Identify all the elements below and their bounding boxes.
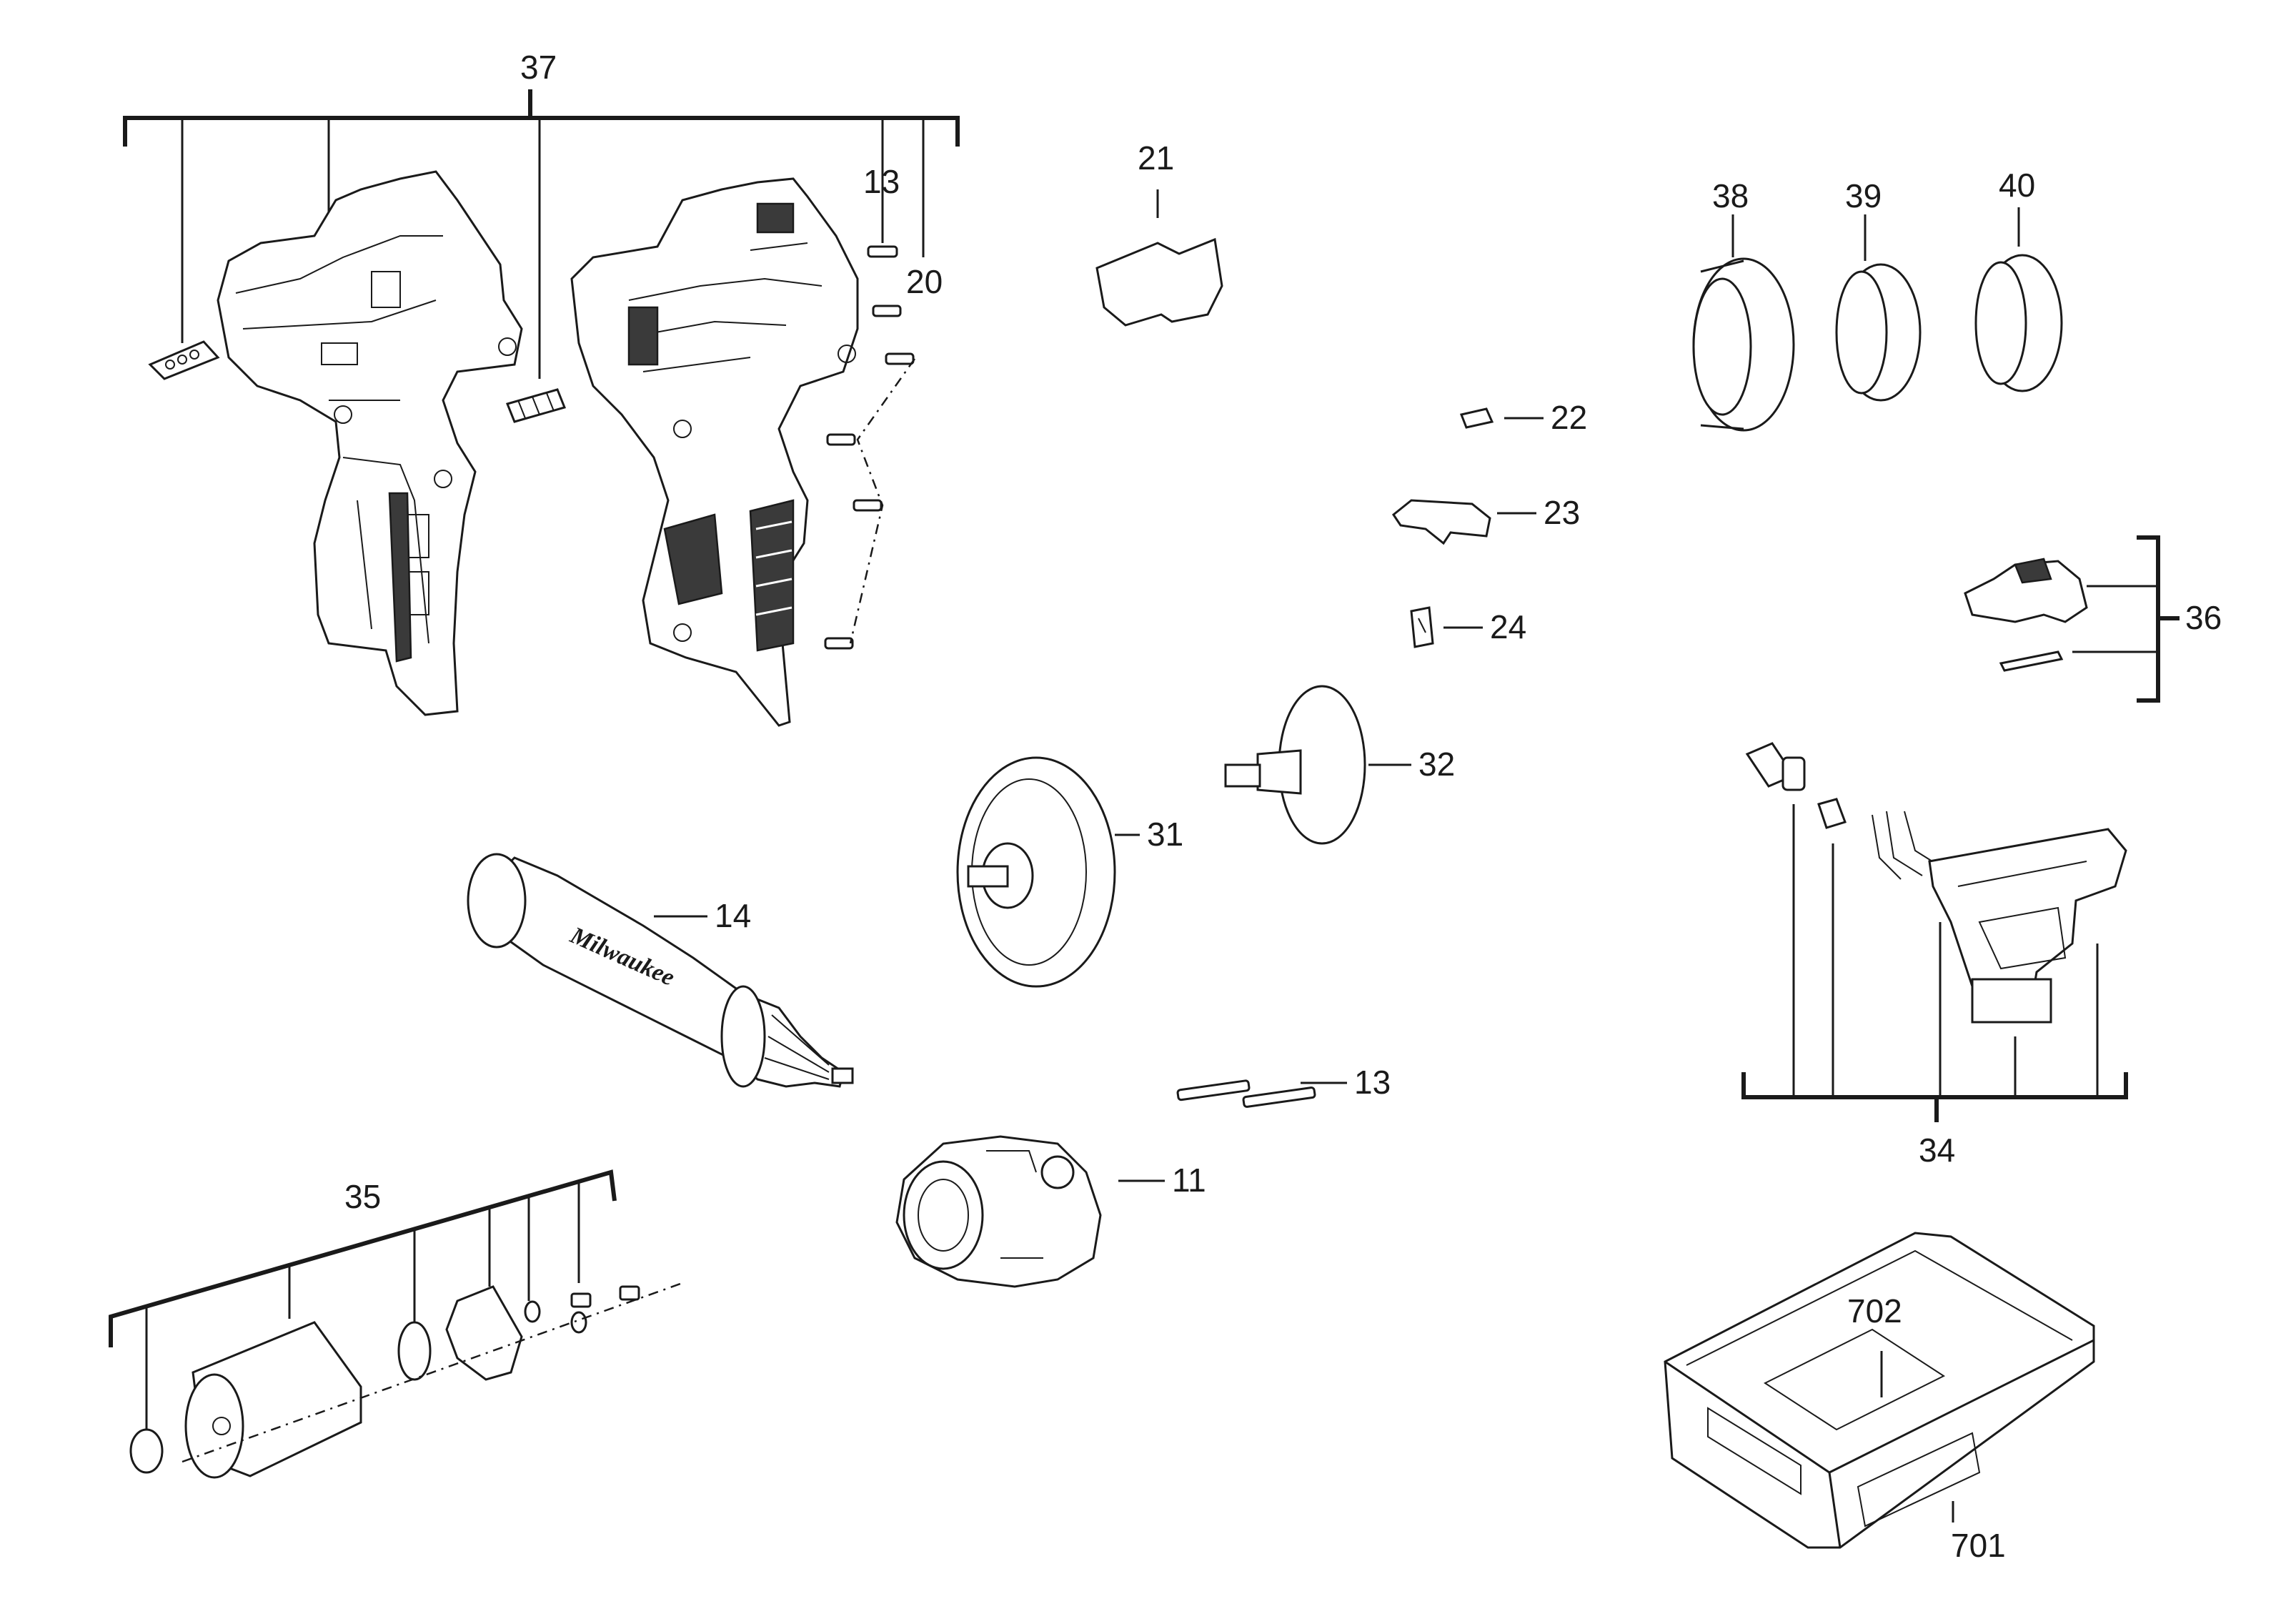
callout-36: 36 (2185, 599, 2222, 636)
callout-20: 20 (906, 263, 943, 300)
callout-13-upper: 13 (863, 163, 900, 200)
part-24: 24 (1410, 606, 1526, 648)
motor-assembly-35: 35 (109, 1169, 683, 1479)
part-38: 38 (1692, 177, 1795, 432)
callout-702: 702 (1847, 1292, 1902, 1330)
part-39: 39 (1835, 177, 1922, 402)
callout-23: 23 (1544, 494, 1580, 531)
part-32: 32 (1224, 685, 1455, 845)
side-handle-14: Milwaukee 14 (467, 853, 854, 1088)
carrying-case-701: 702 701 (1664, 1232, 2095, 1564)
callout-35: 35 (344, 1178, 381, 1215)
callout-31: 31 (1147, 816, 1183, 853)
callout-14: 14 (715, 897, 751, 934)
callout-32: 32 (1418, 746, 1455, 783)
housing-screws (824, 245, 916, 650)
callout-701: 701 (1951, 1527, 2006, 1564)
part-22: 22 (1459, 399, 1587, 436)
callout-22: 22 (1551, 399, 1587, 436)
nameplate-part (148, 340, 220, 380)
callout-40: 40 (1999, 167, 2035, 204)
left-housing-half (217, 170, 523, 716)
gear-head-11: 11 (895, 1135, 1206, 1288)
callout-38: 38 (1712, 177, 1749, 214)
callout-34: 34 (1919, 1132, 1955, 1169)
callout-21: 21 (1138, 139, 1174, 177)
electronics-assembly-34: 34 (1741, 742, 2128, 1169)
callout-24: 24 (1490, 608, 1526, 645)
part-40: 40 (1974, 167, 2063, 392)
part-31: 31 (956, 756, 1183, 988)
callout-37: 37 (520, 49, 557, 86)
part-21: 21 (1095, 139, 1223, 327)
housing-assembly-37: 37 13 20 (123, 49, 960, 727)
part-23: 23 (1391, 494, 1580, 545)
screws-13-lower: 13 (1176, 1064, 1391, 1108)
right-housing-half (570, 177, 859, 727)
callout-39: 39 (1845, 177, 1882, 214)
switch-assembly-36: 36 (1964, 535, 2222, 703)
callout-13-lower: 13 (1354, 1064, 1391, 1101)
callout-11: 11 (1172, 1162, 1206, 1199)
